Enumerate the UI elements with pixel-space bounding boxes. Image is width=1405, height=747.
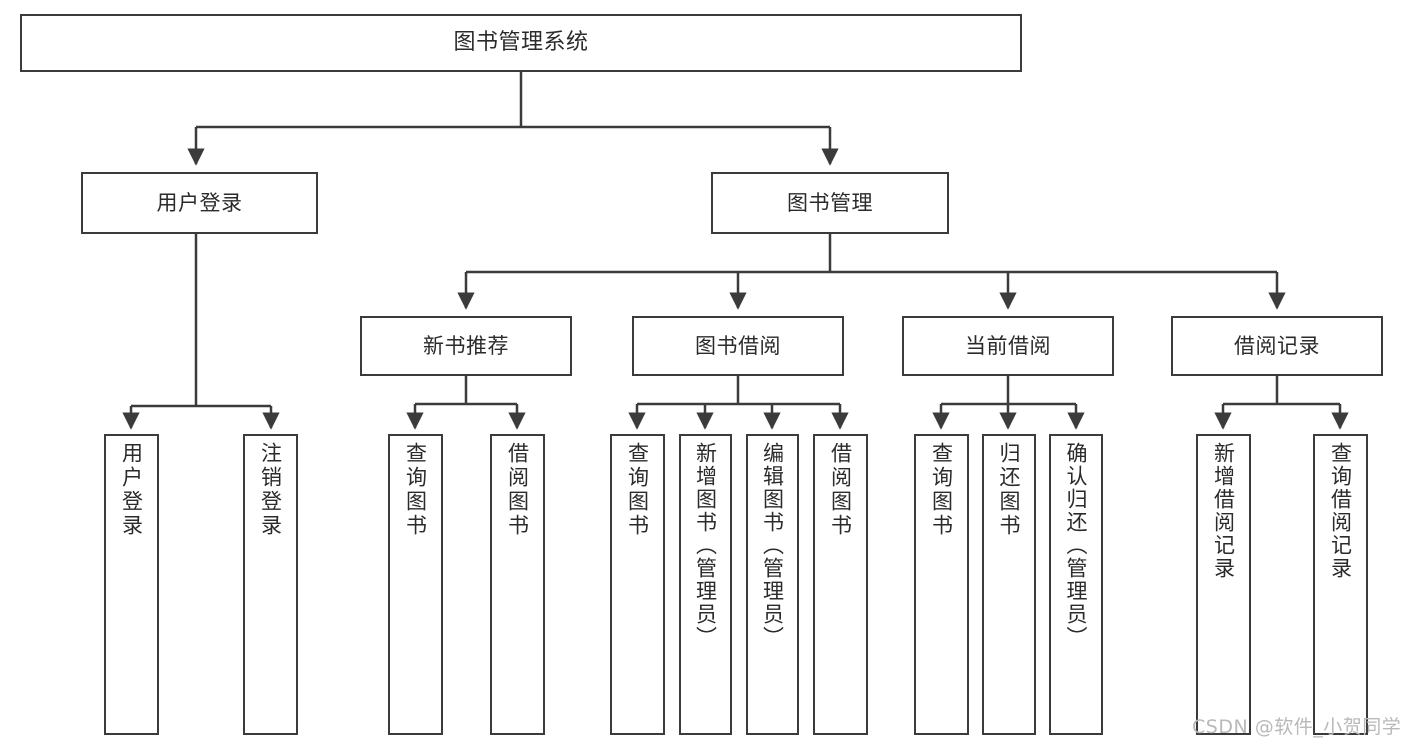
node-user-login[interactable]: 用户登录 xyxy=(81,172,318,234)
node-label: 归还图书 xyxy=(997,442,1022,538)
node-label: 新增借阅记录 xyxy=(1211,442,1236,580)
node-current-borrow[interactable]: 当前借阅 xyxy=(902,316,1114,376)
node-label: 借阅记录 xyxy=(1234,333,1320,358)
node-label: 查询图书 xyxy=(403,442,428,538)
node-label: 查询图书 xyxy=(929,442,954,538)
node-label: 当前借阅 xyxy=(965,333,1051,358)
node-label: 确认归还（管理员） xyxy=(1064,442,1089,649)
leaf-query-book-borrow[interactable]: 查询图书 xyxy=(610,434,665,735)
leaf-logout-login[interactable]: 注销登录 xyxy=(243,434,298,735)
node-label: 用户登录 xyxy=(119,442,144,538)
watermark-text: CSDN @软件_小贺同学 xyxy=(1192,716,1402,738)
leaf-borrow-book-recommend[interactable]: 借阅图书 xyxy=(490,434,545,735)
node-label: 用户登录 xyxy=(156,190,243,215)
node-label: 注销登录 xyxy=(258,442,283,538)
node-label: 新增图书（管理员） xyxy=(693,442,718,649)
node-new-book-recommend[interactable]: 新书推荐 xyxy=(360,316,572,376)
node-root-book-management-system[interactable]: 图书管理系统 xyxy=(20,14,1022,72)
node-label: 查询图书 xyxy=(625,442,650,538)
leaf-borrow-book[interactable]: 借阅图书 xyxy=(813,434,868,735)
node-book-management[interactable]: 图书管理 xyxy=(711,172,949,234)
leaf-query-book-current[interactable]: 查询图书 xyxy=(914,434,969,735)
node-book-borrow[interactable]: 图书借阅 xyxy=(632,316,844,376)
node-label: 编辑图书（管理员） xyxy=(760,442,785,649)
leaf-add-book-admin[interactable]: 新增图书（管理员） xyxy=(679,434,732,735)
leaf-edit-book-admin[interactable]: 编辑图书（管理员） xyxy=(746,434,799,735)
leaf-add-borrow-record[interactable]: 新增借阅记录 xyxy=(1196,434,1251,735)
node-label: 借阅图书 xyxy=(505,442,530,538)
leaf-query-book-recommend[interactable]: 查询图书 xyxy=(388,434,443,735)
leaf-return-book[interactable]: 归还图书 xyxy=(982,434,1036,735)
leaf-user-login[interactable]: 用户登录 xyxy=(104,434,159,735)
node-label: 查询借阅记录 xyxy=(1328,442,1353,580)
node-label: 图书管理 xyxy=(787,190,873,215)
leaf-confirm-return-admin[interactable]: 确认归还（管理员） xyxy=(1049,434,1103,735)
node-label: 图书管理系统 xyxy=(453,30,589,56)
node-label: 借阅图书 xyxy=(828,442,853,538)
node-label: 新书推荐 xyxy=(423,333,509,358)
leaf-query-borrow-record[interactable]: 查询借阅记录 xyxy=(1313,434,1368,735)
node-label: 图书借阅 xyxy=(695,333,781,358)
node-borrow-record[interactable]: 借阅记录 xyxy=(1171,316,1383,376)
